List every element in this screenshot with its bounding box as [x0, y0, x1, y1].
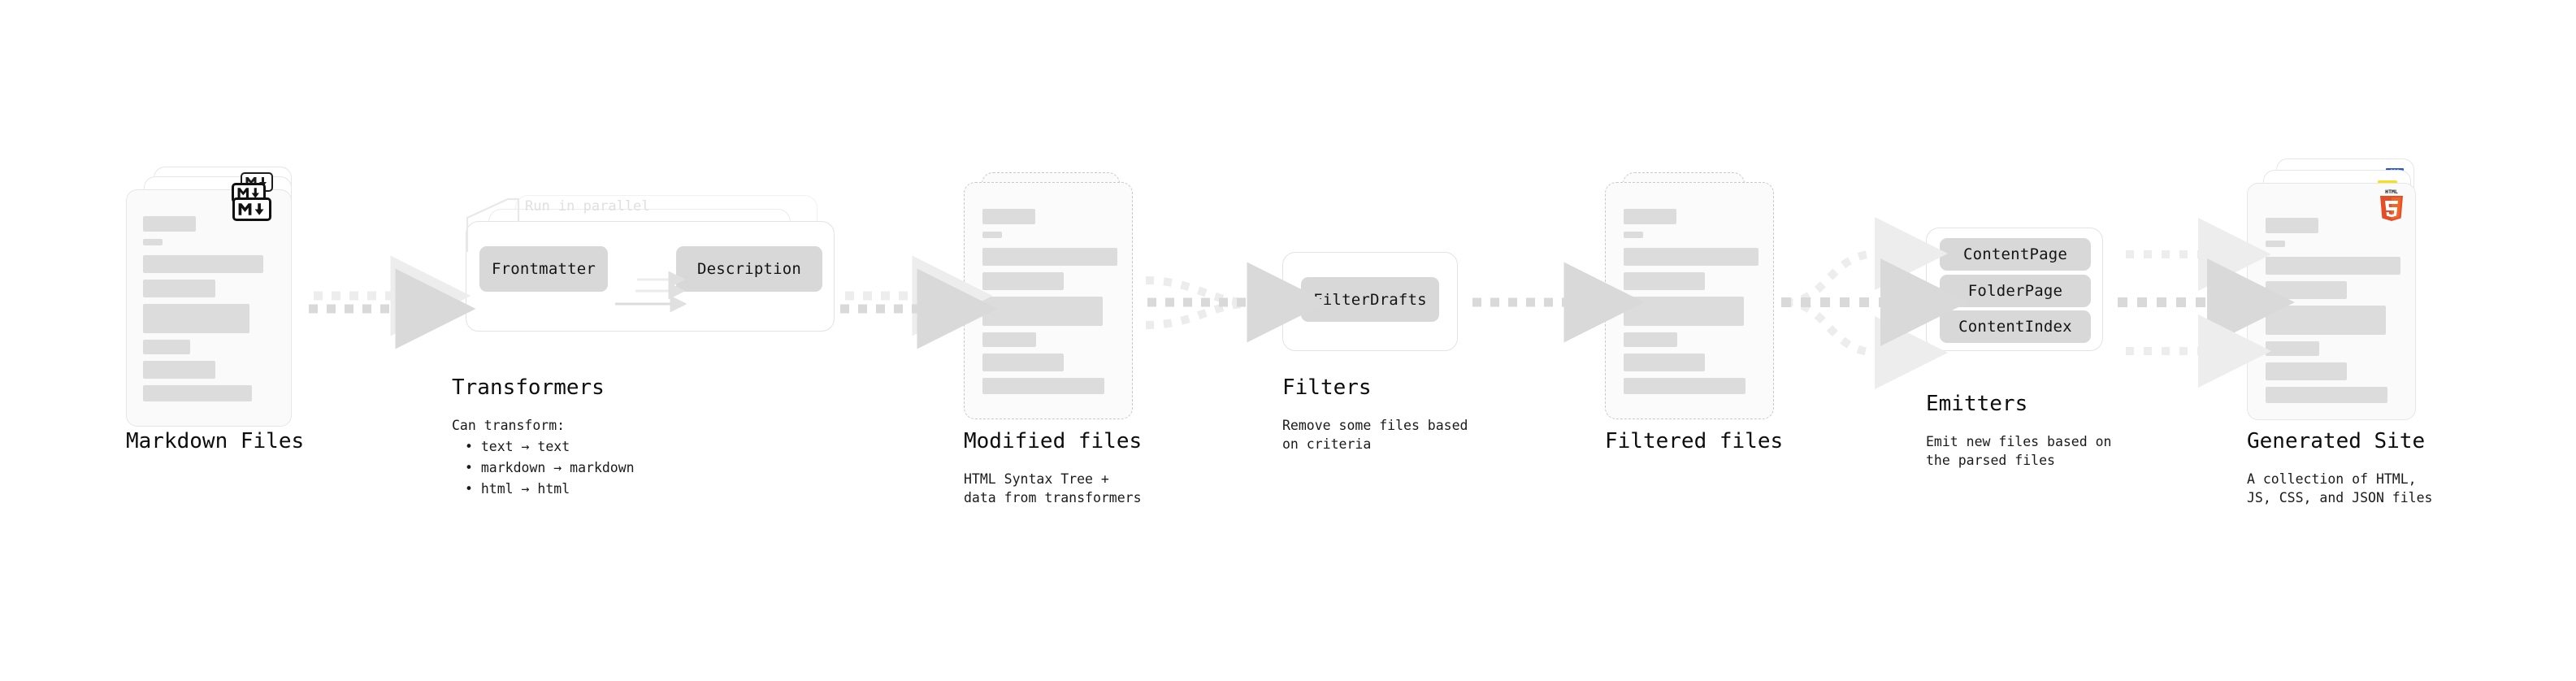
modified-files-title: Modified files [964, 429, 1143, 453]
svg-text:HTML: HTML [2385, 189, 2398, 195]
skeleton-bar [143, 385, 252, 401]
generated-site-title: Generated Site [2247, 429, 2426, 453]
modified-file-sheet-front [964, 182, 1133, 419]
skeleton-bar [982, 248, 1117, 266]
markdown-file-sheet-front [126, 189, 292, 427]
generated-sheet-html: HTML [2247, 183, 2416, 420]
generated-site-stack: CSS HTML [2247, 158, 2434, 427]
connector-filtered-to-emitters [1781, 217, 1968, 389]
skeleton-bar [1624, 332, 1677, 347]
skeleton-bar [1624, 272, 1705, 290]
skeleton-title-bar [2266, 218, 2318, 233]
connector-transformers-to-modified [840, 255, 998, 349]
skeleton-bar [2266, 306, 2386, 335]
skeleton-bar [2266, 257, 2400, 275]
html5-icon: HTML [2378, 187, 2405, 221]
connector-emitters-to-generated [2118, 218, 2295, 388]
run-in-parallel-label: Run in parallel [525, 198, 650, 215]
filters-title: Filters [1282, 375, 1372, 400]
skeleton-bar [982, 297, 1103, 326]
transformers-bullet-1: • markdown → markdown [465, 460, 635, 475]
connector-markdown-to-transformers [309, 255, 476, 349]
skeleton-bar [982, 332, 1036, 347]
skeleton-bar [982, 354, 1064, 371]
filters-subtitle: Remove some files based on criteria [1282, 418, 1468, 452]
transformers-bullet-0: • text → text [465, 439, 570, 454]
filtered-files-title: Filtered files [1605, 429, 1784, 453]
skeleton-bar [2266, 281, 2347, 299]
skeleton-bar [143, 304, 249, 333]
emitter-pill-contentpage[interactable]: ContentPage [1940, 238, 2091, 271]
skeleton-bar [2266, 341, 2319, 356]
skeleton-title-bar [143, 216, 196, 232]
markdown-files-title: Markdown Files [126, 429, 305, 453]
filtered-files-stack [1605, 172, 1780, 426]
filtered-file-sheet-front [1605, 182, 1774, 419]
skeleton-bar [143, 280, 215, 297]
transformer-pill-description[interactable]: Description [676, 246, 822, 292]
transformer-pill-frontmatter[interactable]: Frontmatter [479, 246, 608, 292]
skeleton-title-bar [1624, 209, 1676, 224]
emitter-pill-folderpage[interactable]: FolderPage [1940, 275, 2091, 307]
skeleton-bar [982, 272, 1064, 290]
skeleton-bar [2266, 362, 2347, 380]
connector-modified-to-filters [1145, 262, 1328, 343]
transformers-bullet-2: • html → html [465, 481, 570, 497]
skeleton-bar [143, 361, 215, 379]
skeleton-bar [982, 378, 1104, 394]
generated-site-subtitle: A collection of HTML, JS, CSS, and JSON … [2247, 471, 2433, 505]
markdown-files-stack [126, 167, 301, 427]
modified-files-stack [964, 172, 1138, 426]
skeleton-bar [143, 340, 190, 354]
filter-pill-filterdrafts[interactable]: FilterDrafts [1301, 277, 1439, 322]
skeleton-sub-bar [143, 239, 163, 245]
transformers-group: Frontmatter Description [452, 195, 835, 358]
skeleton-bar [143, 255, 263, 273]
transformer-layer-front: Frontmatter Description [466, 221, 835, 332]
transformers-title: Transformers [452, 375, 605, 400]
skeleton-sub-bar [982, 232, 1002, 238]
skeleton-bar [1624, 297, 1744, 326]
emitter-pill-contentindex[interactable]: ContentIndex [1940, 310, 2091, 343]
skeleton-sub-bar [1624, 232, 1643, 238]
modified-files-subtitle: HTML Syntax Tree + data from transformer… [964, 471, 1142, 505]
skeleton-sub-bar [2266, 241, 2285, 247]
emitters-subtitle: Emit new files based on the parsed files [1926, 434, 2112, 468]
skeleton-bar [2266, 387, 2387, 403]
filters-box: FilterDrafts [1282, 252, 1458, 351]
emitters-box: ContentPage FolderPage ContentIndex [1926, 228, 2103, 351]
skeleton-bar [1624, 378, 1746, 394]
skeleton-bar [1624, 248, 1759, 266]
skeleton-title-bar [982, 209, 1035, 224]
markdown-icon [232, 197, 271, 221]
transformers-subtitle: Can transform: [452, 418, 566, 433]
emitters-title: Emitters [1926, 392, 2028, 416]
skeleton-bar [1624, 354, 1705, 371]
